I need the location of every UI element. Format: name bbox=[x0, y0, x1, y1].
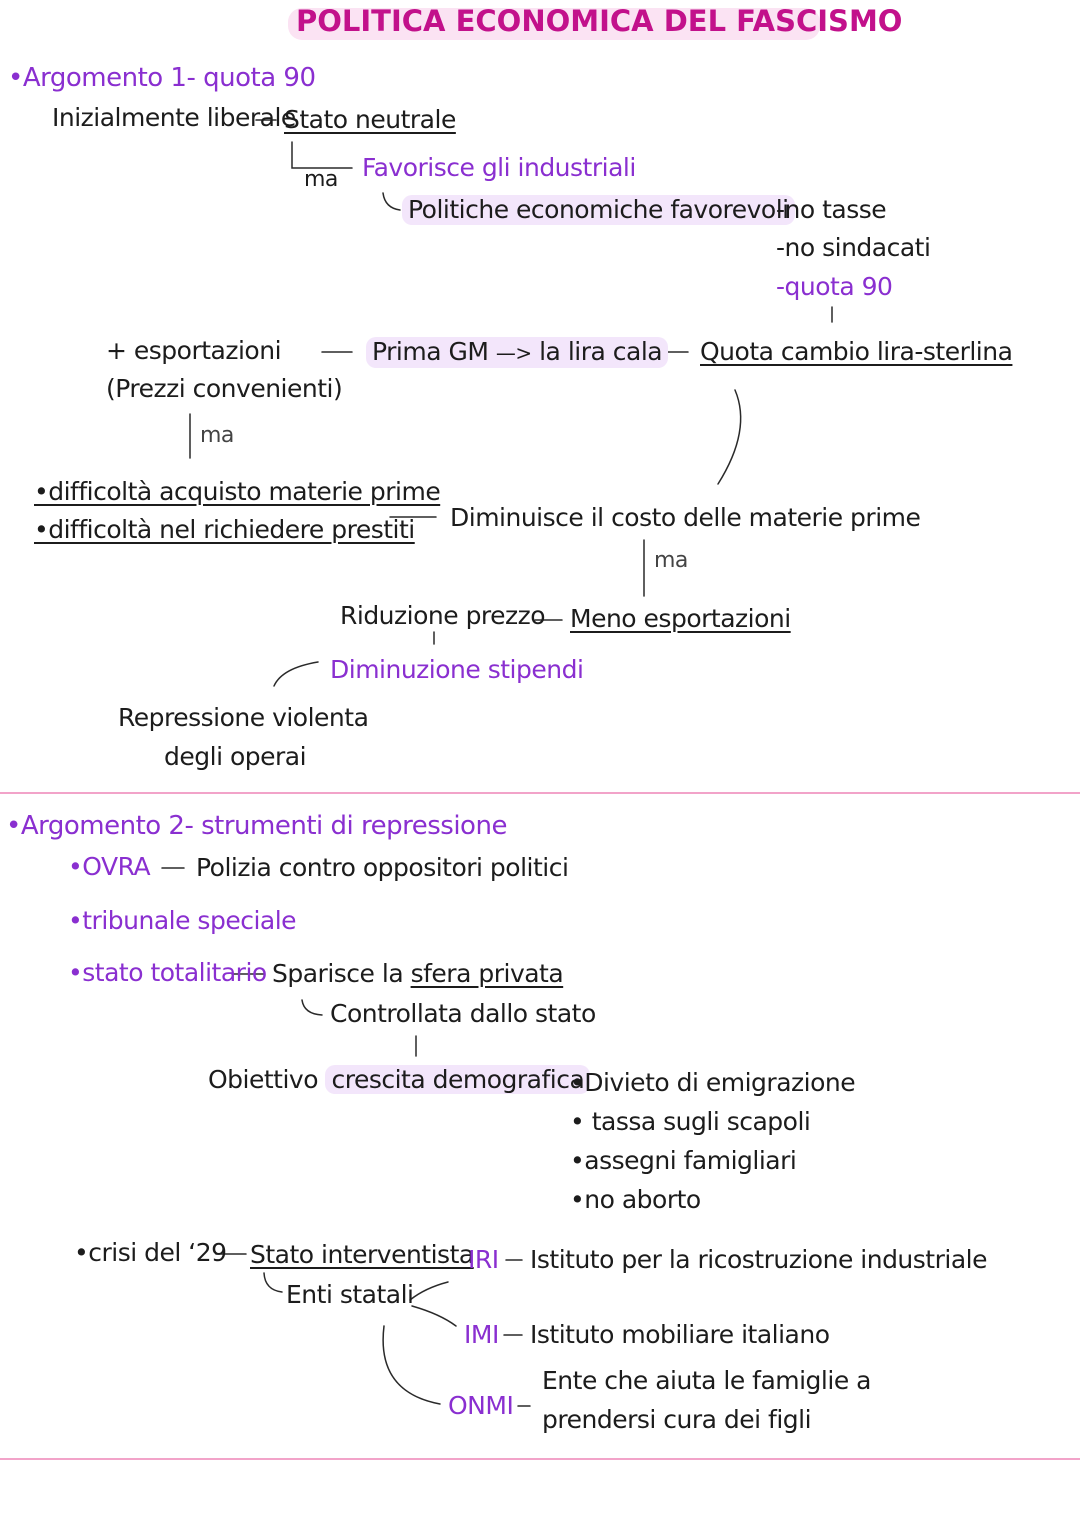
lira-falls-text: la lira cala bbox=[539, 337, 663, 366]
raw-cost-decrease: Diminuisce il costo delle materie prime bbox=[450, 503, 921, 532]
title-highlight bbox=[288, 8, 820, 40]
interventionist-state: Stato interventista bbox=[250, 1240, 474, 1269]
first-world-war: Prima GM —> la lira cala bbox=[366, 337, 669, 368]
private-sphere-disappears: Sparisce la sfera privata bbox=[272, 959, 564, 989]
loans-difficulty: •difficoltà nel richiedere prestiti bbox=[34, 515, 415, 544]
line-entities-onmi bbox=[382, 1325, 441, 1405]
state-entities: Enti statali bbox=[286, 1280, 414, 1309]
iri: IRI bbox=[468, 1245, 499, 1274]
ma-label-2: ma bbox=[200, 423, 234, 448]
line-entities-imi bbox=[411, 1305, 457, 1327]
arrow-symbol: —> bbox=[495, 341, 532, 365]
emigration-ban: •Divieto di emigrazione bbox=[570, 1068, 856, 1097]
price-reduction: Riduzione prezzo bbox=[340, 601, 546, 630]
favorable-policies: Politiche economiche favorevoli bbox=[402, 195, 795, 225]
crisis-29: •crisi del ‘29 bbox=[74, 1238, 227, 1267]
imi: IMI bbox=[464, 1320, 499, 1349]
ovra: •OVRA bbox=[68, 852, 151, 881]
initially-liberal: Inizialmente liberale bbox=[52, 103, 296, 132]
bachelor-tax: • tassa sugli scapoli bbox=[570, 1107, 811, 1136]
objective: Obiettivo crescita demografica bbox=[208, 1065, 591, 1095]
neutral-state: Stato neutrale bbox=[284, 105, 456, 134]
ovra-description: Polizia contro oppositori politici bbox=[196, 853, 569, 882]
onmi-description-2: prendersi cura dei figli bbox=[542, 1405, 812, 1434]
demographic-growth: crescita demografica bbox=[325, 1065, 591, 1094]
line-favors-policies bbox=[382, 192, 401, 211]
fewer-exports: Meno esportazioni bbox=[570, 604, 791, 633]
repression-line-2: degli operai bbox=[164, 742, 307, 771]
section-divider-1 bbox=[0, 792, 1080, 794]
imi-description: Istituto mobiliare italiano bbox=[530, 1320, 830, 1349]
line-entities-iri bbox=[409, 1281, 449, 1301]
repression-line-1: Repressione violenta bbox=[118, 703, 369, 732]
family-allowance: •assegni famigliari bbox=[570, 1146, 797, 1175]
onmi: ONMI bbox=[448, 1391, 514, 1420]
line-exchange-cost bbox=[717, 389, 742, 485]
convenient-prices: (Prezzi convenienti) bbox=[106, 374, 343, 403]
ma-label-1: ma bbox=[304, 167, 338, 192]
favors-industrialists: Favorisce gli industriali bbox=[362, 153, 636, 182]
no-abortion: •no aborto bbox=[570, 1185, 701, 1214]
private-sphere-prefix: Sparisce la bbox=[272, 959, 411, 988]
line-interventionist-entities bbox=[263, 1272, 283, 1293]
totalitarian-state: •stato totalitario bbox=[68, 958, 267, 987]
section-2-heading: •Argomento 2- strumenti di repressione bbox=[6, 811, 507, 841]
ma-label-3: ma bbox=[654, 548, 688, 573]
quota-90: -quota 90 bbox=[776, 272, 893, 301]
onmi-description-1: Ente che aiuta le famiglie a bbox=[542, 1366, 871, 1395]
special-tribunal: •tribunale speciale bbox=[68, 906, 297, 935]
section-1-heading: •Argomento 1- quota 90 bbox=[8, 63, 316, 93]
objective-prefix: Obiettivo bbox=[208, 1065, 326, 1094]
private-sphere: sfera privata bbox=[410, 959, 564, 988]
page-title: POLITICA ECONOMICA DEL FASCISMO bbox=[296, 4, 903, 38]
exchange-rate: Quota cambio lira-sterlina bbox=[700, 337, 1013, 366]
line-wage-repression bbox=[273, 661, 319, 687]
first-ww-text: Prima GM bbox=[372, 337, 489, 366]
raw-materials-difficulty: •difficoltà acquisto materie prime bbox=[34, 477, 441, 506]
exports-plus: + esportazioni bbox=[106, 336, 282, 365]
no-taxes: -no tasse bbox=[776, 195, 887, 224]
line-private-controlled bbox=[301, 999, 323, 1016]
no-unions: -no sindacati bbox=[776, 233, 931, 262]
wage-decrease: Diminuzione stipendi bbox=[330, 655, 584, 684]
state-controlled: Controllata dallo stato bbox=[330, 999, 596, 1028]
line-neutral-branch bbox=[291, 141, 353, 169]
iri-description: Istituto per la ricostruzione industrial… bbox=[530, 1245, 987, 1274]
section-divider-2 bbox=[0, 1458, 1080, 1460]
